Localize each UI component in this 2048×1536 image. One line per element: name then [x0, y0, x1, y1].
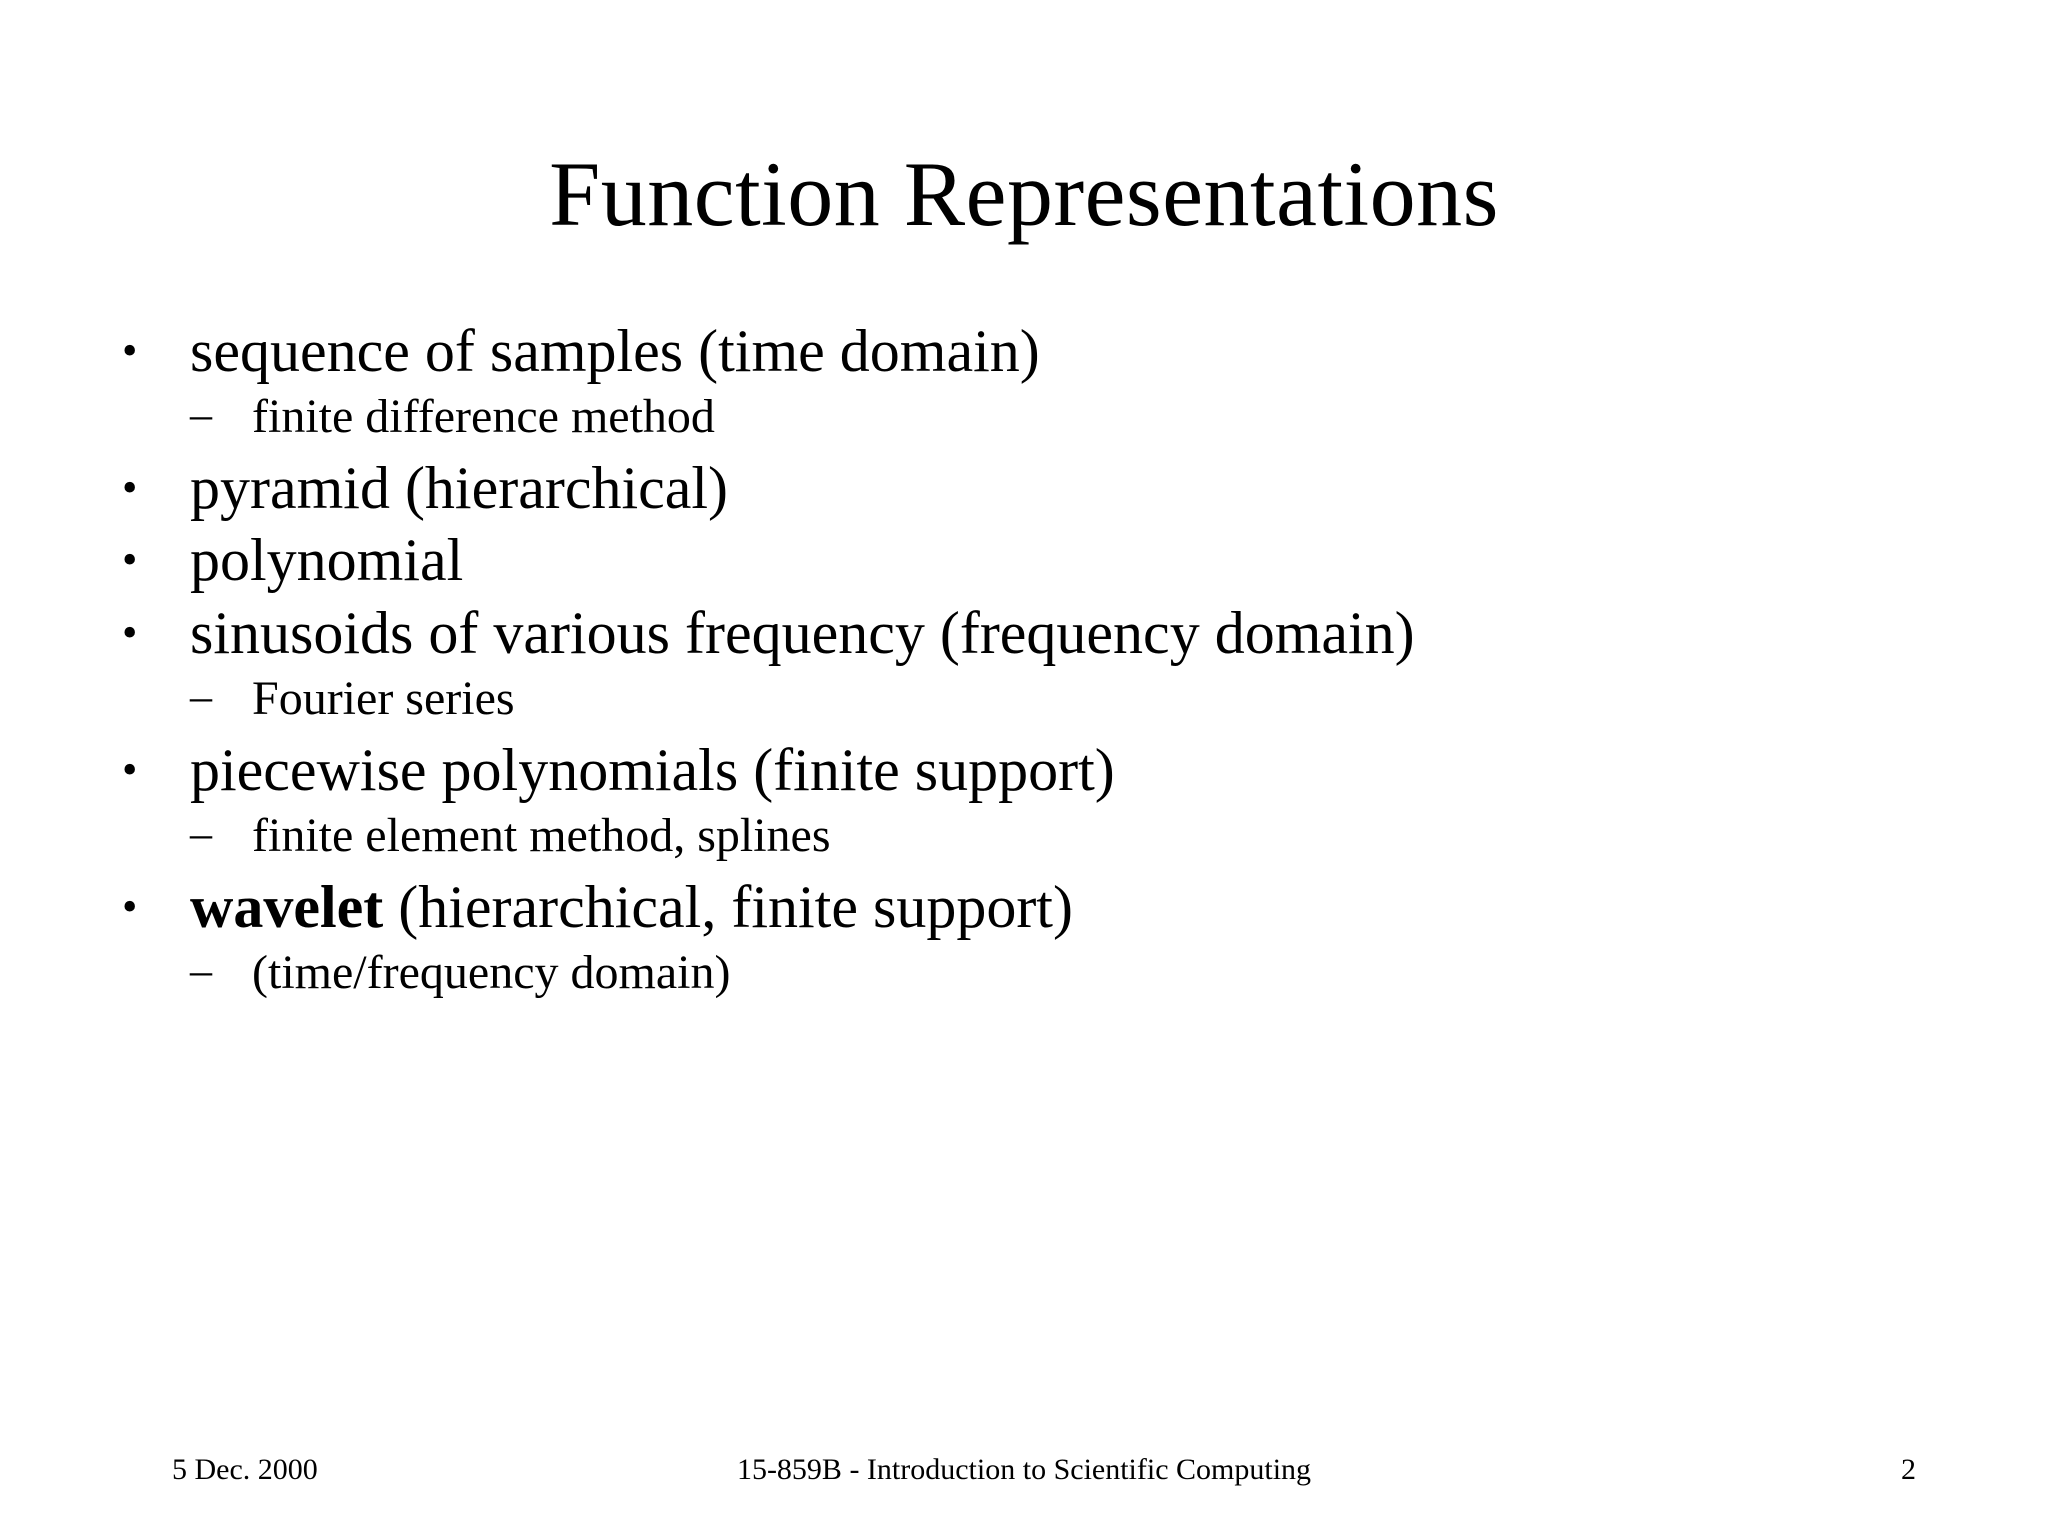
- bullet-text: sinusoids of various frequency (frequenc…: [190, 599, 1415, 666]
- sub-bullet-text: finite element method, splines: [252, 809, 831, 863]
- bullet-item: • piecewise polynomials (finite support): [118, 736, 1948, 803]
- round-bullet-icon: •: [122, 326, 138, 375]
- sub-bullet-item: –finite element method, splines: [118, 809, 1948, 863]
- bullet-item: • polynomial: [118, 527, 1948, 594]
- bullet-item: • wavelet (hierarchical, finite support): [118, 873, 1948, 940]
- round-bullet-icon: •: [122, 607, 138, 657]
- bullet-list: •sequence of samples (time domain)–finit…: [118, 320, 1948, 1012]
- bullet-text: piecewise polynomials (finite support): [190, 736, 1115, 803]
- sub-bullet-text: Fourier series: [252, 672, 515, 726]
- bullet-emphasis-term: wavelet: [190, 873, 384, 940]
- bullet-text: pyramid (hierarchical): [190, 454, 729, 521]
- sub-bullet-item: –Fourier series: [118, 672, 1948, 726]
- bullet-text: sequence of samples (time domain): [190, 318, 1040, 384]
- round-bullet-icon: •: [122, 881, 138, 931]
- bullet-item: • pyramid (hierarchical): [118, 454, 1948, 521]
- round-bullet-icon: •: [122, 744, 138, 794]
- sub-bullet-text: (time/frequency domain): [252, 945, 731, 999]
- dash-bullet-icon: –: [190, 390, 212, 440]
- footer-date: 5 Dec. 2000: [172, 1453, 318, 1486]
- round-bullet-icon: •: [122, 535, 138, 585]
- bullet-text: wavelet (hierarchical, finite support): [190, 873, 1073, 940]
- bullet-text: polynomial: [190, 527, 464, 594]
- footer-course-title: 15-859B - Introduction to Scientific Com…: [736, 1453, 1312, 1486]
- slide-footer: 5 Dec. 2000 15-859B - Introduction to Sc…: [0, 1440, 2048, 1500]
- sub-bullet-item: –(time/frequency domain): [118, 945, 1948, 999]
- dash-bullet-icon: –: [190, 945, 212, 995]
- footer-page-number: 2: [1901, 1453, 1916, 1486]
- sub-bullet-text: finite difference method: [252, 390, 715, 444]
- sub-bullet-item: –finite difference method: [118, 390, 1948, 444]
- round-bullet-icon: •: [122, 462, 138, 512]
- page-title: Function Representations: [549, 142, 1499, 245]
- dash-bullet-icon: –: [190, 809, 212, 859]
- dash-bullet-icon: –: [190, 672, 212, 722]
- bullet-item: • sinusoids of various frequency (frequen…: [118, 599, 1948, 666]
- bullet-text-remainder: (hierarchical, finite support): [383, 873, 1073, 940]
- bullet-item: • sequence of samples (time domain): [118, 318, 1948, 384]
